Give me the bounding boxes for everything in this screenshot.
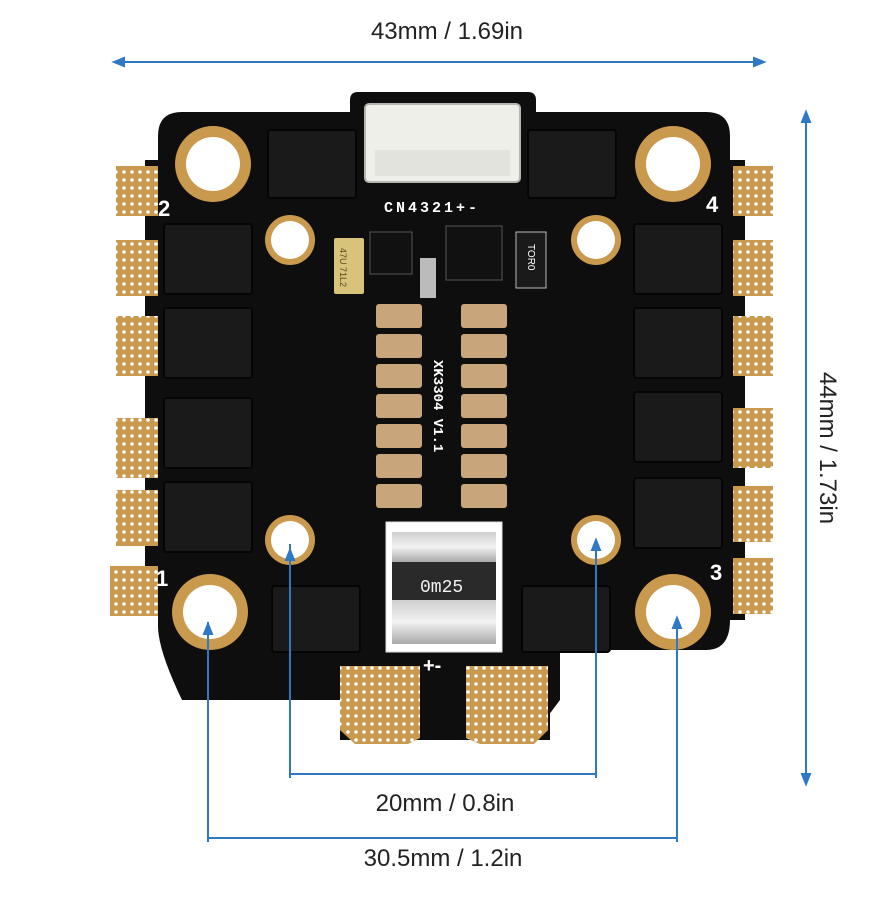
small-components: [334, 225, 547, 298]
power-label: +-: [423, 655, 441, 677]
mosfets: [163, 129, 723, 653]
left-solder-pads: [110, 166, 158, 616]
shunt-label: 0m25: [420, 578, 463, 598]
connector-cn: [364, 103, 521, 183]
cap-label: 47U 71L2: [338, 248, 348, 287]
height-dimension-label: 44mm / 1.73in: [812, 318, 842, 578]
height-dimension-text: 44mm / 1.73in: [814, 371, 841, 525]
right-solder-pads: [733, 166, 773, 614]
outer-mount-dimension-label: 30.5mm / 1.2in: [363, 845, 523, 872]
connector-label: CN4321+-: [384, 200, 480, 217]
mount-holes-inner: [265, 215, 621, 565]
power-pads: [340, 666, 548, 744]
small-chip-label: TOR0: [525, 244, 536, 271]
mount-holes-outer: [172, 126, 711, 650]
motor-number-1: 1: [156, 566, 168, 591]
width-dimension-label: 43mm / 1.69in: [370, 18, 524, 45]
motor-number-3: 3: [710, 560, 722, 585]
inner-mount-dimension-label: 20mm / 0.8in: [375, 790, 515, 817]
motor-number-4: 4: [706, 192, 719, 217]
shunt-resistor: [385, 521, 503, 653]
model-label: XK3304 V1.1: [429, 360, 445, 452]
capacitor-bank: [376, 304, 507, 508]
motor-number-2: 2: [158, 196, 170, 221]
dimension-lines: [111, 56, 812, 842]
